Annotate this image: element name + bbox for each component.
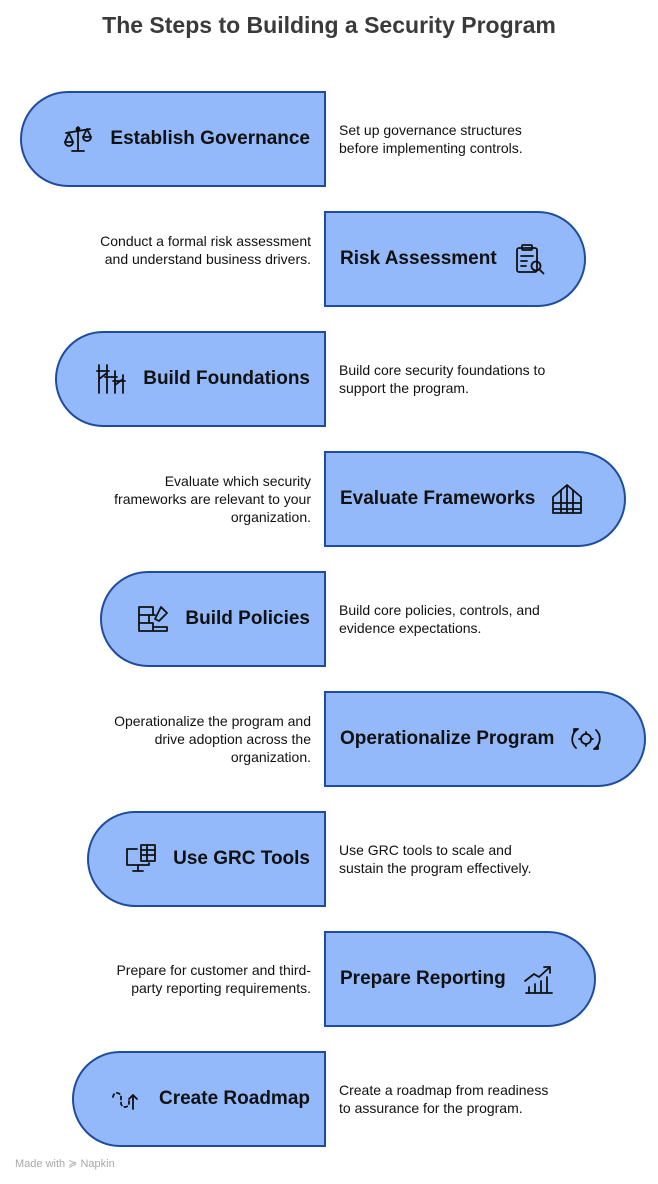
step-description: Use GRC tools to scale and sustain the p… bbox=[339, 842, 532, 876]
step-pill: Risk Assessment bbox=[324, 211, 586, 307]
step-pill: Operationalize Program bbox=[324, 691, 646, 787]
step-label: Prepare Reporting bbox=[340, 968, 506, 989]
step-description: Create a roadmap from readiness to assur… bbox=[339, 1082, 549, 1116]
step-description: Conduct a formal risk assessment and und… bbox=[100, 233, 311, 267]
monitor-spreadsheet-icon bbox=[123, 841, 159, 877]
bar-chart-trend-icon bbox=[520, 961, 556, 997]
step-label: Operationalize Program bbox=[340, 728, 555, 749]
step-pill: Build Policies bbox=[100, 571, 326, 667]
step-label: Create Roadmap bbox=[159, 1088, 310, 1109]
scales-icon bbox=[60, 121, 96, 157]
step-pill: Create Roadmap bbox=[72, 1051, 326, 1147]
page-title: The Steps to Building a Security Program bbox=[102, 12, 556, 38]
step-description: Prepare for customer and third-party rep… bbox=[116, 962, 311, 996]
napkin-watermark: Made with ≽ Napkin bbox=[15, 1158, 115, 1170]
step-label: Establish Governance bbox=[110, 128, 310, 149]
step-pill: Establish Governance bbox=[20, 91, 326, 187]
step-label: Build Foundations bbox=[143, 368, 310, 389]
step-pill: Use GRC Tools bbox=[87, 811, 326, 907]
step-pill: Prepare Reporting bbox=[324, 931, 596, 1027]
step-pill: Evaluate Frameworks bbox=[324, 451, 626, 547]
step-description: Operationalize the program and drive ado… bbox=[114, 713, 311, 765]
step-label: Build Policies bbox=[185, 608, 310, 629]
step-description: Build core security foundations to suppo… bbox=[339, 362, 546, 396]
brick-wall-trowel-icon bbox=[135, 601, 171, 637]
path-arrow-icon bbox=[109, 1081, 145, 1117]
greenhouse-frame-icon bbox=[549, 481, 585, 517]
step-label: Use GRC Tools bbox=[173, 848, 310, 869]
step-label: Evaluate Frameworks bbox=[340, 488, 536, 509]
step-pill: Build Foundations bbox=[55, 331, 326, 427]
scaffolding-icon bbox=[93, 361, 129, 397]
gear-cycle-icon bbox=[568, 721, 604, 757]
step-description: Evaluate which security frameworks are r… bbox=[114, 473, 311, 525]
clipboard-search-icon bbox=[511, 241, 547, 277]
step-description: Build core policies, controls, and evide… bbox=[339, 602, 540, 636]
step-description: Set up governance structures before impl… bbox=[339, 122, 523, 156]
step-label: Risk Assessment bbox=[340, 248, 497, 269]
